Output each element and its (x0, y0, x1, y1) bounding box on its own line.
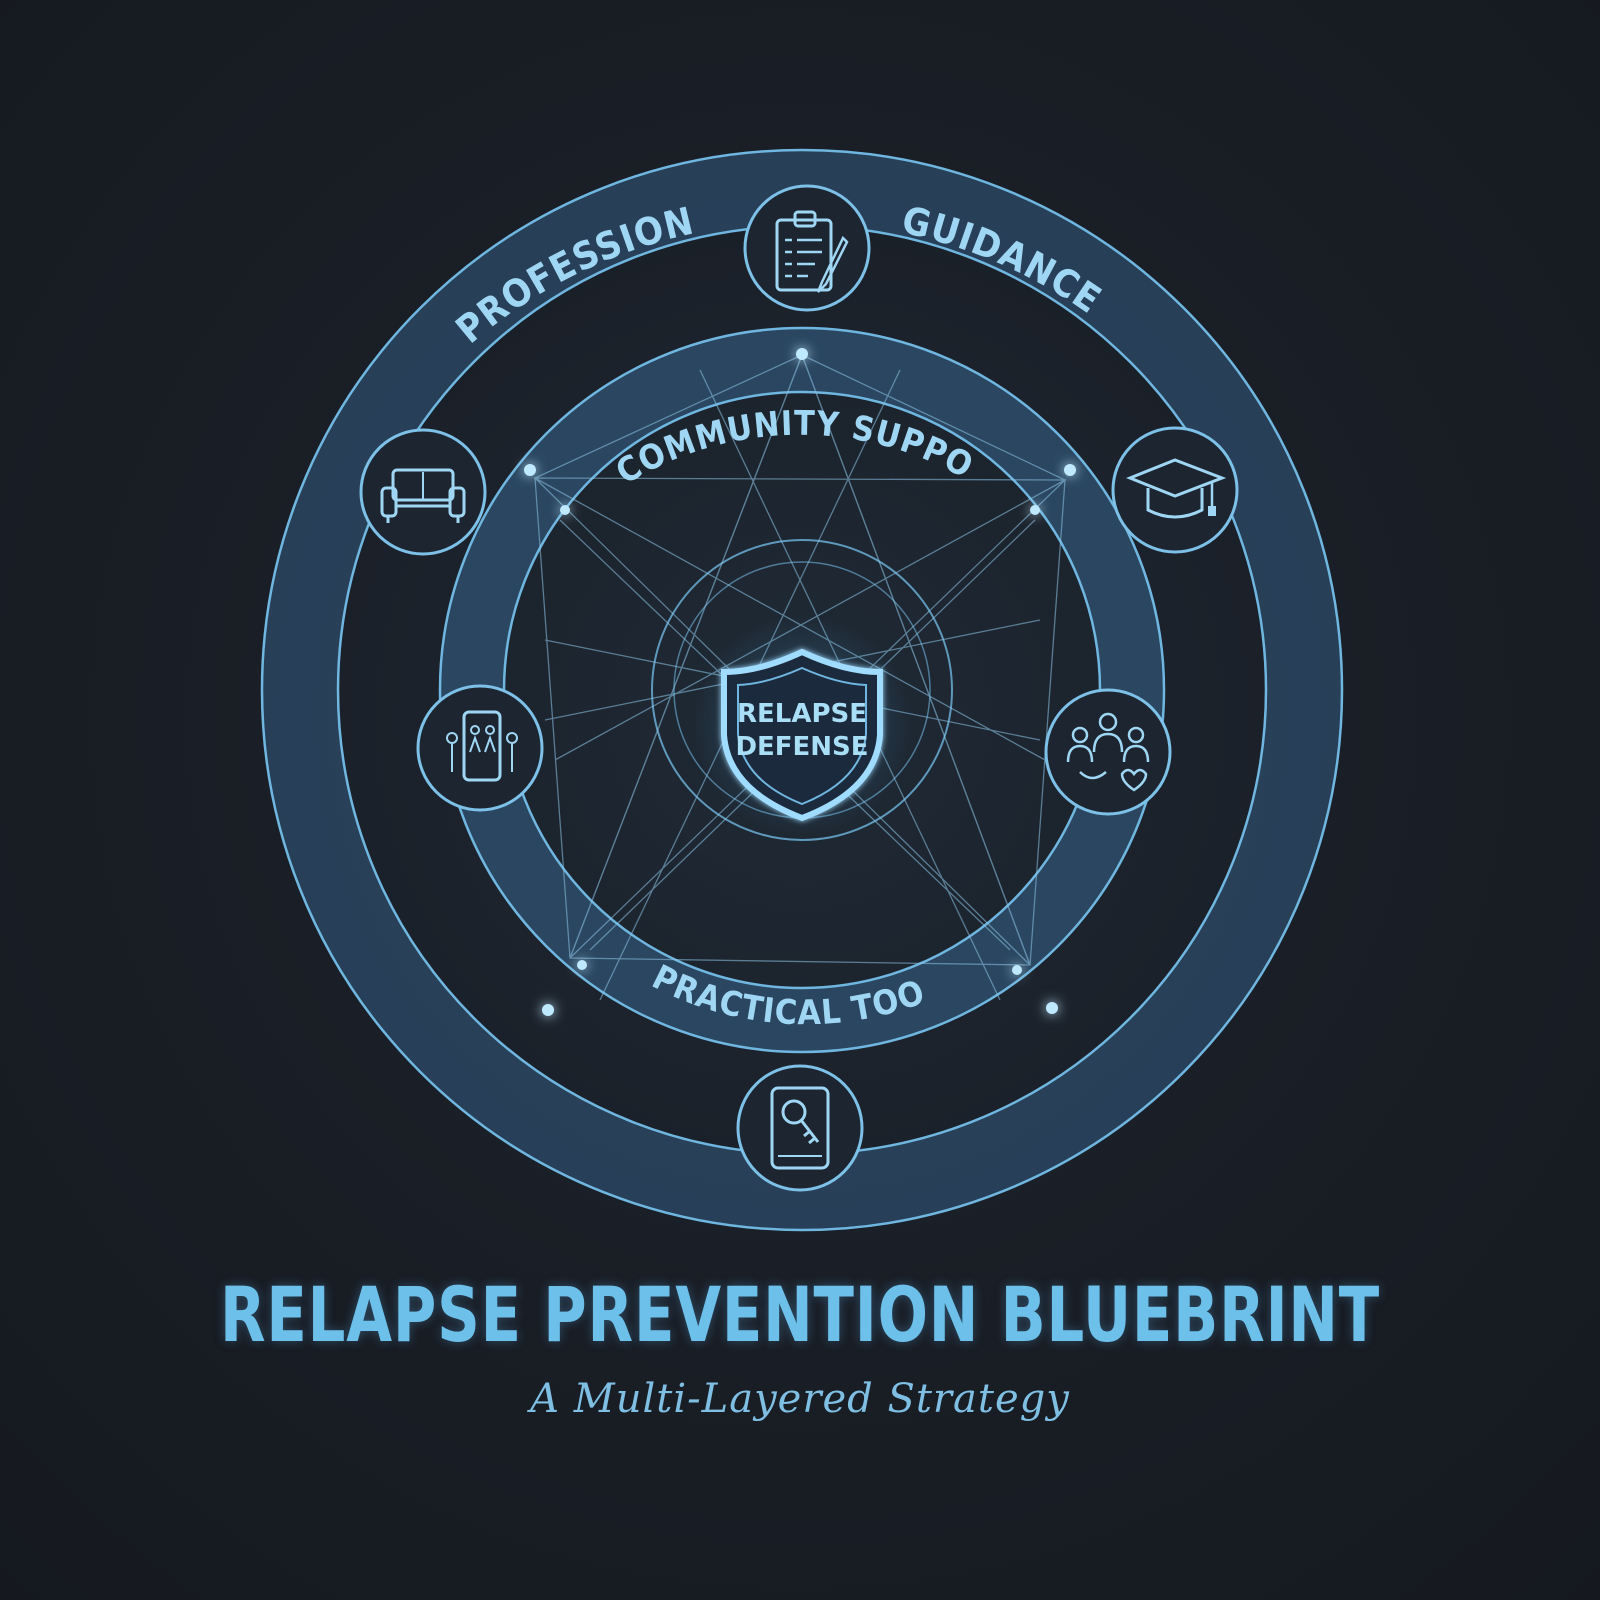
glow-nodes (524, 348, 1076, 1016)
subtitle: A Multi-Layered Strategy (530, 1376, 1070, 1422)
clipboard-icon (743, 184, 871, 312)
graduation-cap-icon (1111, 426, 1239, 554)
support-group-icon (1044, 688, 1172, 816)
couch-icon (359, 428, 487, 556)
center-label-line2: DEFENSE (735, 732, 868, 762)
main-title: RELAPSE PREVENTION BLUEBRINT (219, 1270, 1381, 1359)
center-label-line1: RELAPSE (737, 699, 867, 729)
ring-label-professional: PROFESSIONAL (0, 0, 698, 352)
phone-community-icon (416, 684, 544, 812)
shield-icon: RELAPSE DEFENSE (692, 615, 912, 835)
phone-key-icon (736, 1064, 864, 1192)
